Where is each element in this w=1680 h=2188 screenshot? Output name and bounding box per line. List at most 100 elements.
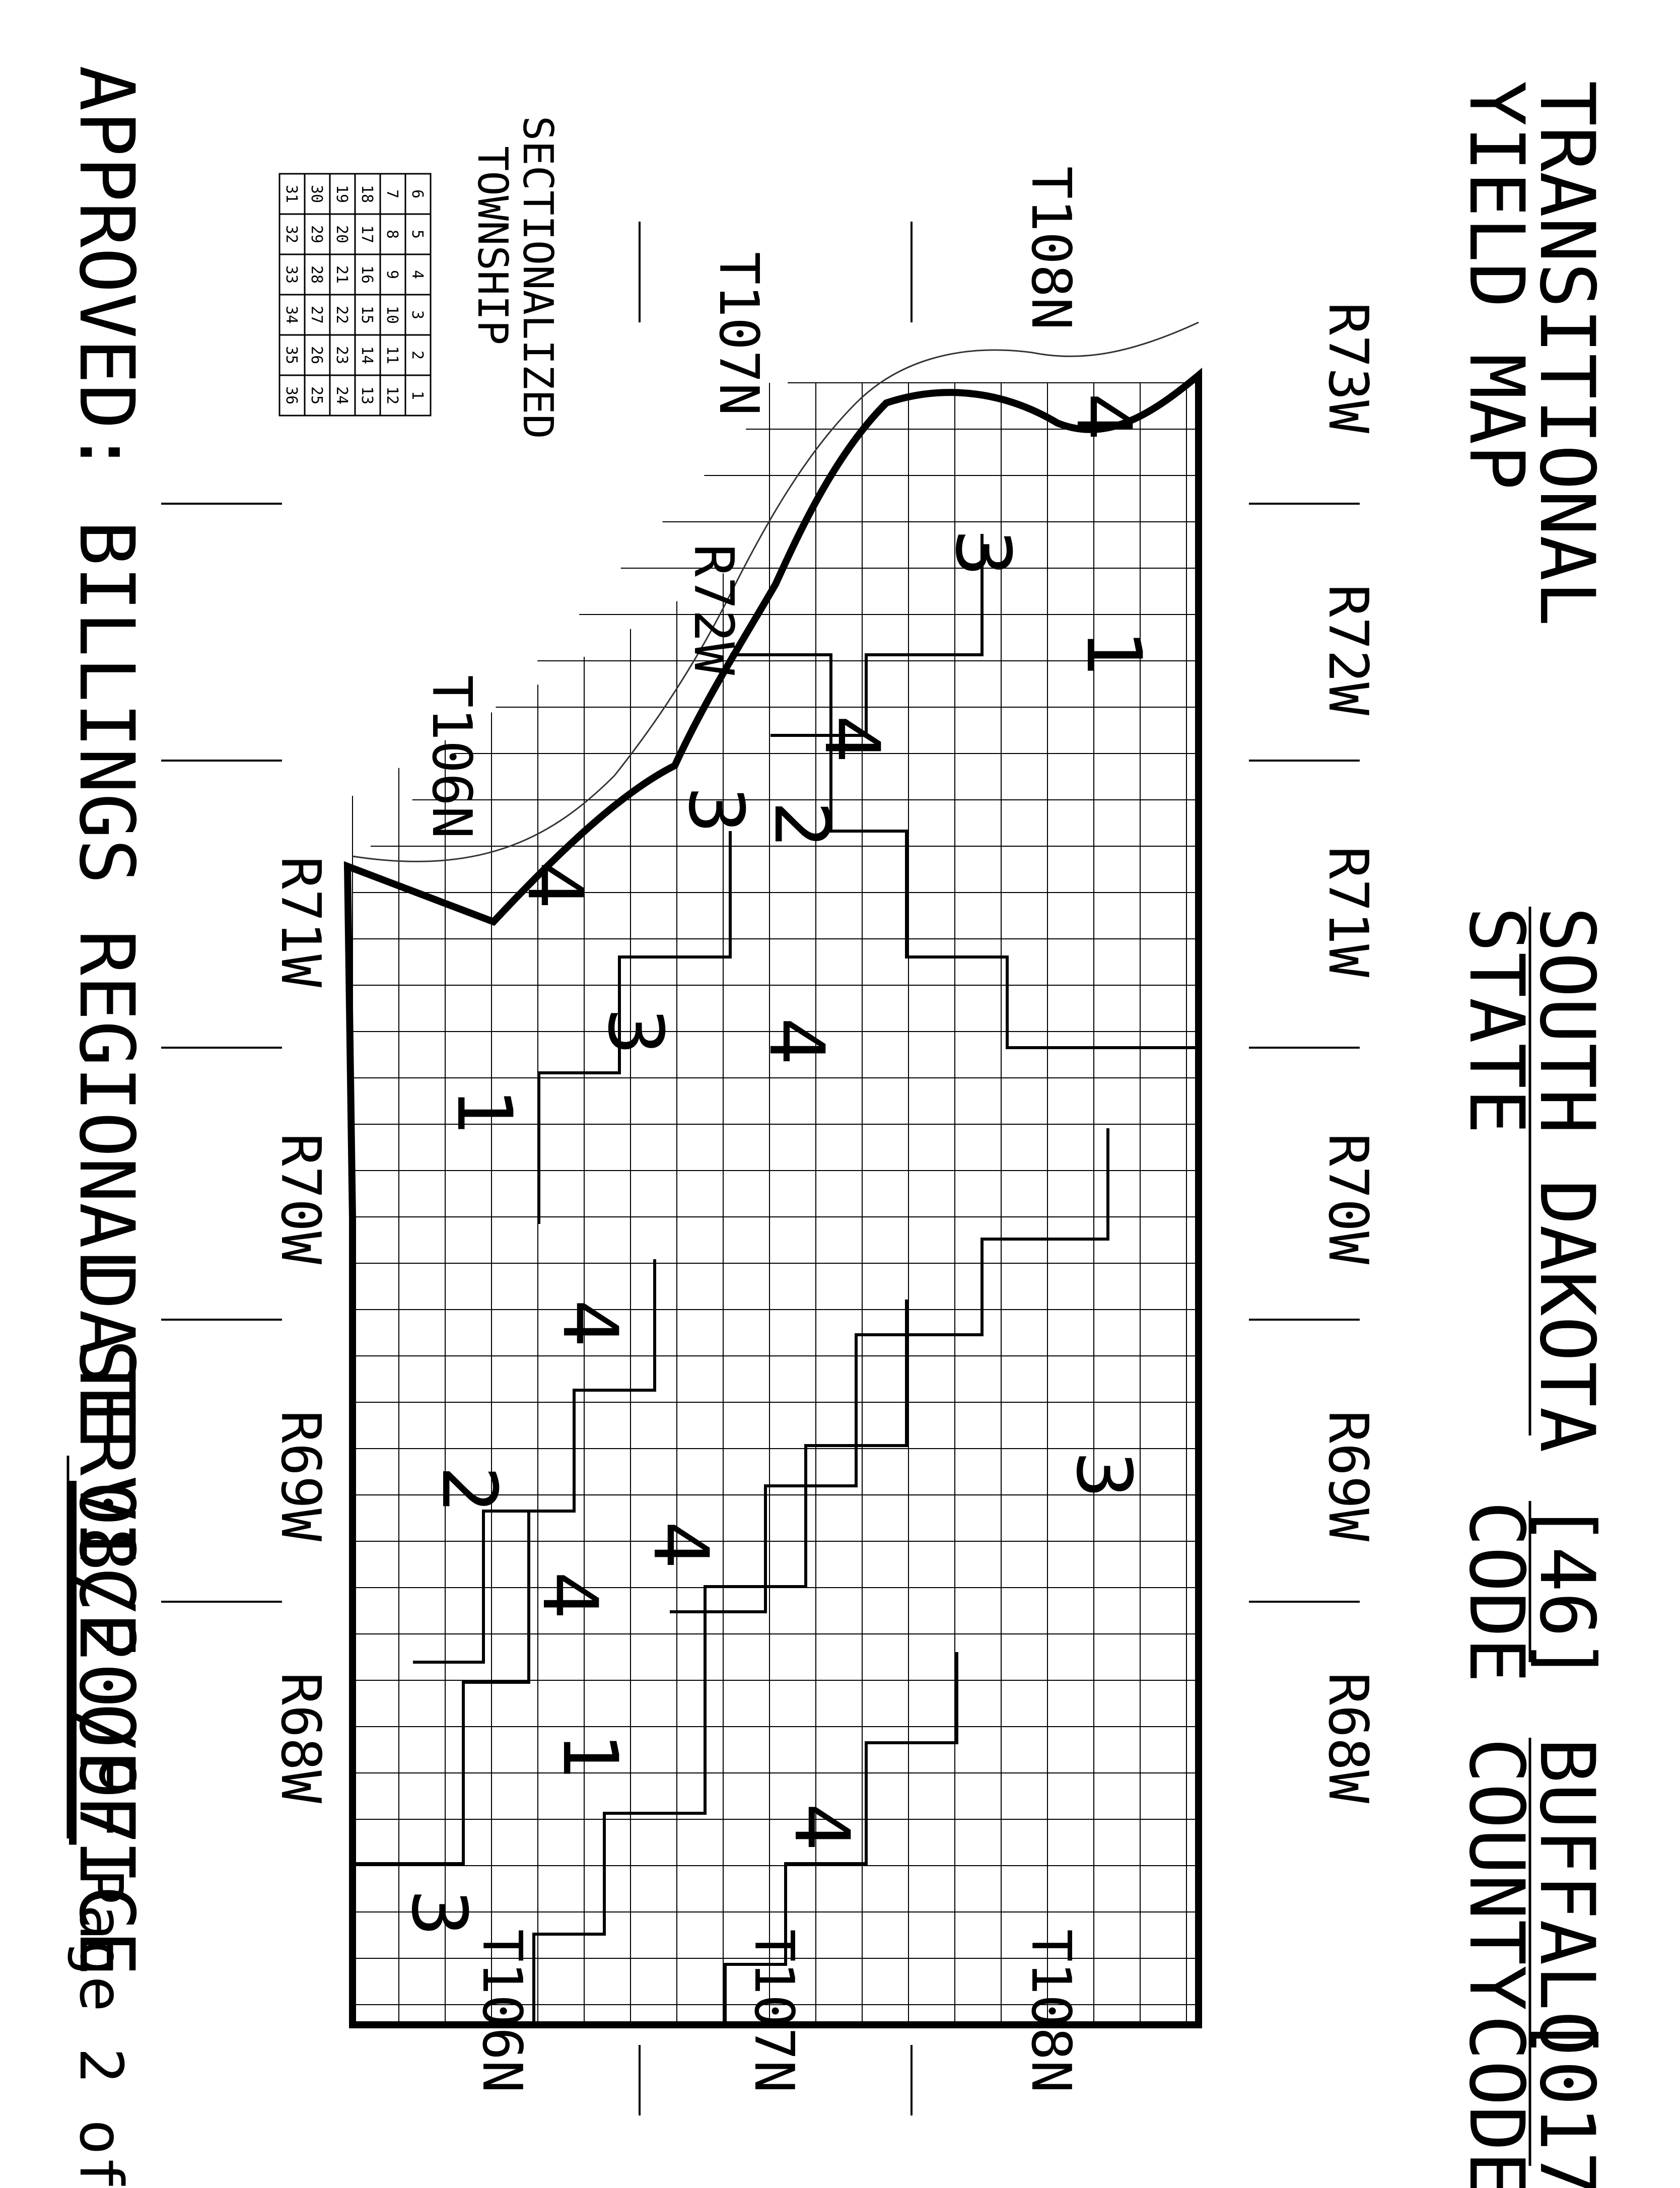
township-section-number: 9 (383, 270, 401, 279)
township-section-number: 23 (333, 346, 351, 364)
township-section-number: 26 (308, 346, 325, 364)
township-label-right: T107N (742, 1929, 805, 2093)
missouri-river (352, 321, 1199, 862)
township-section-number: 35 (283, 346, 300, 364)
sectionalized-township-grid: 6543217891011121817161514131920212223243… (278, 173, 432, 417)
approved-text: APPROVED: BILLINGS REGIONAL SERVICE OFFI… (62, 65, 150, 1976)
date-label: DATE (62, 1264, 150, 1446)
range-label-bottom: R68W (269, 1672, 332, 1804)
township-section-number: 33 (283, 265, 300, 284)
state-code-label: CODE (1452, 1501, 1540, 1683)
township-section-number: 25 (308, 386, 325, 404)
township-caption-line2: TOWNSHIP (468, 146, 516, 345)
date-value: 08/20/97 (62, 1481, 150, 1844)
township-section-number: 34 (283, 306, 300, 324)
zone-number: 1 (1070, 630, 1157, 677)
township-section-number: 36 (283, 386, 300, 404)
zone-number: 3 (672, 786, 759, 834)
range-labels-top: R73W R72W R71W R70W R69W R68W (1316, 302, 1379, 1804)
township-labels-left: T108N T107N T106N (420, 166, 1082, 839)
range-label-top: R70W (1316, 1133, 1379, 1265)
zone-number: 2 (757, 801, 845, 849)
township-section-number: 27 (308, 306, 325, 324)
zone-number: 4 (752, 1017, 840, 1065)
zone-number: 4 (808, 715, 895, 763)
township-caption-line1: SECTIONALIZED (514, 116, 562, 439)
map-title-line1: TRANSITIONAL (1523, 81, 1611, 627)
township-section-number: 21 (333, 265, 351, 284)
county-code: [017] (1523, 2015, 1611, 2188)
township-section-number: 12 (383, 386, 401, 404)
township-section-number: 6 (408, 189, 426, 198)
township-section-number: 10 (383, 306, 401, 324)
zone-number: 1 (546, 1733, 634, 1781)
zone-number: 3 (1060, 1451, 1147, 1498)
township-section-number: 30 (308, 185, 325, 203)
range-labels-bottom: R72W R71W R70W R69W R68W (269, 544, 745, 1804)
township-label-right: T106N (470, 1929, 533, 2093)
map-title-line2: YIELD MAP (1452, 81, 1540, 490)
zone-boundaries (353, 534, 1199, 2025)
township-section-number: 5 (408, 230, 426, 239)
township-section-number: 16 (358, 265, 376, 284)
range-label-bottom: R70W (269, 1133, 332, 1265)
zone-number: 4 (637, 1521, 724, 1569)
township-section-number: 29 (308, 225, 325, 243)
township-section-number: 32 (283, 225, 300, 243)
township-section-number: 15 (358, 306, 376, 324)
county-name: BUFFALO (1523, 1738, 1611, 2056)
township-label-left: T106N (420, 675, 483, 839)
township-label-left: T107N (707, 252, 770, 416)
township-section-number: 14 (358, 346, 376, 364)
township-section-number: 3 (408, 310, 426, 319)
zone-number: 4 (511, 861, 598, 909)
township-section-number: 8 (383, 230, 401, 239)
township-section-number: 13 (358, 386, 376, 404)
page-number: Page 2 of 2 (66, 1869, 136, 2188)
range-label-top: R68W (1316, 1672, 1379, 1804)
township-section-number: 2 (408, 351, 426, 360)
township-section-number: 1 (408, 391, 426, 400)
township-label-right: T108N (1019, 1929, 1082, 2093)
zone-number: 3 (939, 529, 1026, 577)
township-label-left: T108N (1019, 166, 1082, 330)
range-label-top: R69W (1316, 1410, 1379, 1542)
state-name: SOUTH DAKOTA (1523, 907, 1611, 1453)
zone-number: 3 (395, 1889, 482, 1937)
township-section-number: 28 (308, 265, 325, 284)
county-label: COUNTY (1452, 1738, 1540, 2011)
range-label-bottom: R72W (682, 544, 745, 675)
zone-number: 1 (440, 1088, 528, 1136)
range-label-top: R72W (1316, 584, 1379, 716)
zone-number: 2 (425, 1466, 513, 1514)
zone-number: 4 (1060, 393, 1147, 441)
township-section-number: 19 (333, 185, 351, 203)
section-grid (352, 382, 1199, 2025)
county-code-label: CODE (1452, 2015, 1540, 2188)
township-section-number: 22 (333, 306, 351, 324)
township-section-number: 18 (358, 185, 376, 203)
township-section-number: 17 (358, 225, 376, 243)
township-divider-lines (639, 222, 913, 2115)
state-code: [46] (1523, 1501, 1611, 1683)
range-label-bottom: R69W (269, 1410, 332, 1542)
range-divider-lines (161, 503, 1360, 1603)
zone-number: 4 (546, 1300, 634, 1347)
township-section-number: 4 (408, 270, 426, 279)
range-label-bottom: R71W (269, 856, 332, 988)
zone-number: 3 (591, 1007, 679, 1055)
range-label-top: R71W (1316, 846, 1379, 978)
zone-number: 4 (526, 1571, 613, 1619)
zone-number: 4 (778, 1803, 865, 1851)
state-label: STATE (1452, 907, 1540, 1134)
range-label-top: R73W (1316, 302, 1379, 434)
township-section-number: 20 (333, 225, 351, 243)
rotated-content: TRANSITIONAL YIELD MAP SOUTH DAKOTA STAT… (62, 65, 1611, 2188)
township-section-number: 31 (283, 185, 300, 203)
township-section-number: 11 (383, 346, 401, 364)
township-section-number: 7 (383, 189, 401, 198)
township-labels-right: T108N T107N T106N (470, 1929, 1082, 2093)
township-section-number: 24 (333, 386, 351, 404)
